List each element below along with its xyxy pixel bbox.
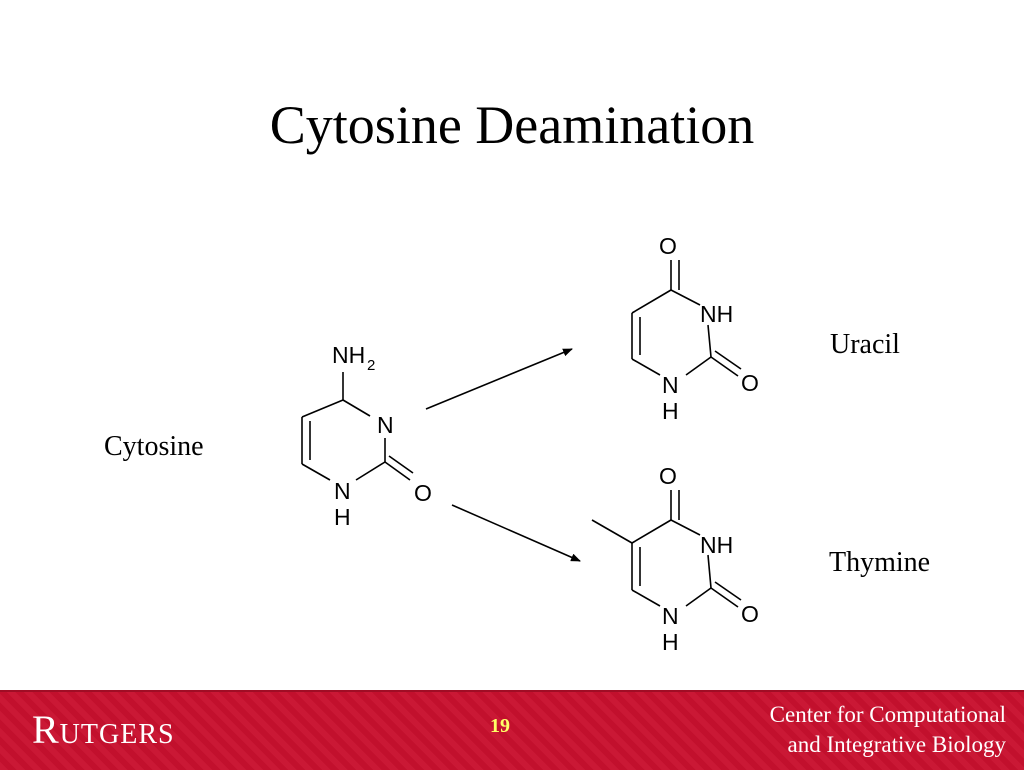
reaction-diagram: NH 2 N N H O O NH N H O [301,233,759,655]
uracil-bond-n1-c6 [631,358,661,376]
cytosine-bond-n1-c6 [301,463,331,481]
uracil-bond-c2-o [710,356,739,377]
uracil-o4-label: O [659,233,677,259]
cytosine-structure: NH 2 N N H O [301,342,432,530]
thymine-structure: O NH N H O [591,463,759,655]
cytosine-bond-c5-c4 [301,399,344,418]
cytosine-bond-c2-n1 [355,461,386,481]
thymine-label: Thymine [829,547,931,578]
uracil-bond-c2-n1 [685,356,712,376]
cytosine-label: Cytosine [104,431,204,462]
arrow-to-uracil [425,348,573,410]
cytosine-bond-c2-o [384,461,411,481]
thymine-bond-c5-c4 [631,519,672,544]
thymine-bond-c2-n1 [685,587,712,607]
uracil-n1-label: N [662,372,679,398]
thymine-o4-label: O [659,463,677,489]
thymine-n1-label: N [662,603,679,629]
footer-bar [0,690,1024,770]
page-number: 19 [490,715,510,737]
cytosine-amine-label: NH [332,342,365,368]
uracil-bond-c4-n3 [670,289,701,306]
rutgers-logo: Rutgers [32,707,175,752]
thymine-bond-c2-o-double [714,581,742,601]
thymine-n1-h-label: H [662,629,679,655]
cytosine-n3-label: N [377,412,394,438]
uracil-label: Uracil [830,329,900,360]
uracil-bond-n3-c2 [707,324,712,358]
uracil-n3h-label: NH [700,301,733,327]
thymine-bond-c2-o [710,587,739,608]
thymine-bond-c4-n3 [670,519,701,536]
thymine-n3h-label: NH [700,532,733,558]
uracil-bond-c2-o-double [714,350,742,370]
cytosine-o2-label: O [414,480,432,506]
department-name-line1: Center for Computational [769,702,1006,727]
uracil-n1-h-label: H [662,398,679,424]
cytosine-amine-subscript: 2 [367,357,375,374]
cytosine-n1-h-label: H [334,504,351,530]
thymine-bond-methyl [591,519,633,544]
thymine-o2-label: O [741,601,759,627]
thymine-bond-n1-c6 [631,589,661,607]
uracil-structure: O NH N H O [631,233,759,424]
department-name-line2: and Integrative Biology [787,732,1006,757]
thymine-bond-n3-c2 [707,554,712,589]
slide-title: Cytosine Deamination [269,95,755,155]
arrow-to-thymine [451,504,581,562]
cytosine-bond-c2-o-double [388,455,414,474]
cytosine-bond-c4-n3 [342,399,371,417]
cytosine-n1-label: N [334,478,351,504]
uracil-bond-c5-c4 [631,289,672,314]
uracil-o2-label: O [741,370,759,396]
department-name: Center for Computational and Integrative… [686,700,1006,760]
